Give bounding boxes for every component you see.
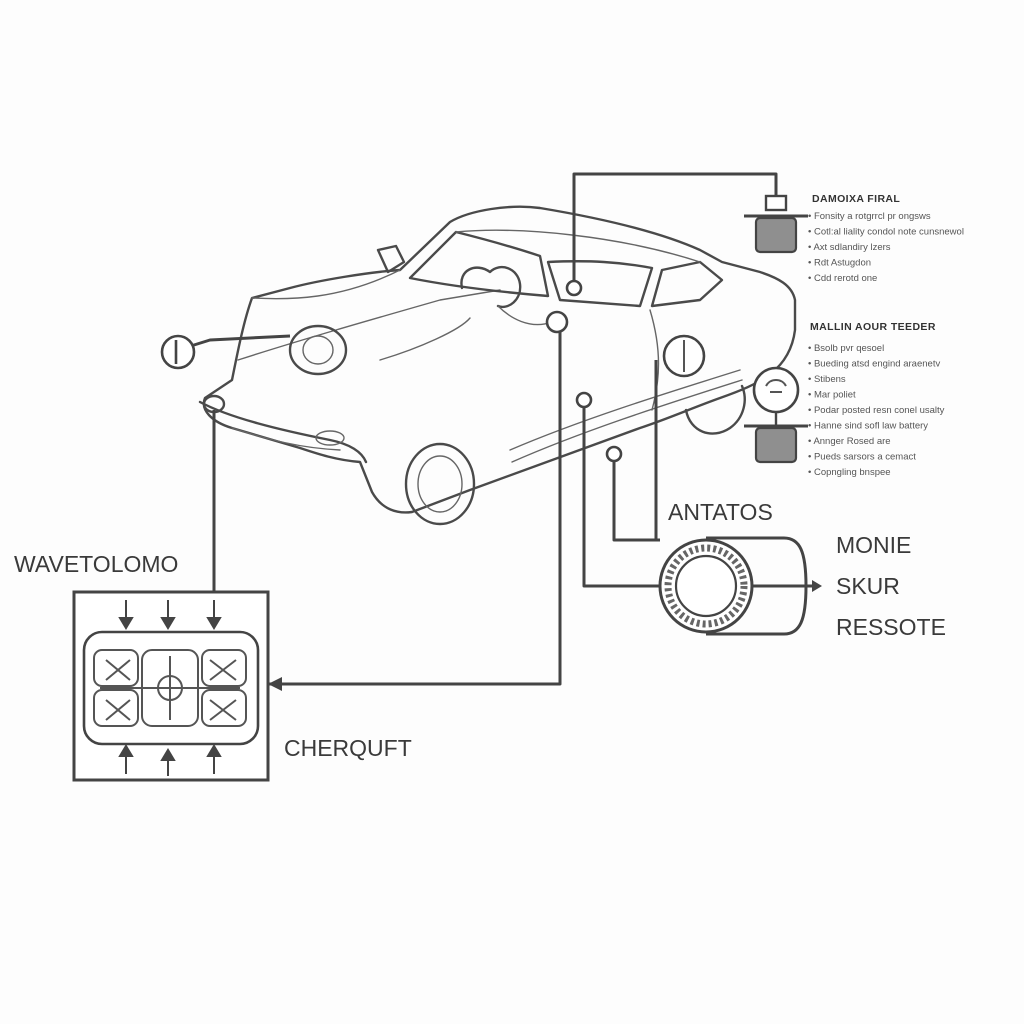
legend-item: • Fonsity a rotgrrcl pr ongsws	[808, 211, 931, 222]
car-front-bumper	[198, 400, 368, 464]
legend-mid-title: MALLIN AOUR TEEDER	[810, 321, 936, 333]
car-headlight-inner	[302, 335, 334, 365]
car-hood-line	[251, 269, 401, 300]
legend-item: • Cotl:al liality condol note cunsnewol	[808, 227, 964, 238]
legend-item: • Hanne sind sofl law battery	[808, 421, 928, 432]
car-rear-wheel	[684, 384, 746, 435]
legend-item: • Bueding atsd engind araenetv	[808, 359, 940, 370]
car-seat	[497, 305, 553, 326]
legend-item: • Cdd rerotd one	[808, 273, 877, 284]
car-illustration	[198, 205, 797, 526]
legend-top-title: DAMOIXA FIRAL	[812, 193, 900, 205]
legend-mid-list: • Bsolb pvr qesoel • Bueding atsd engind …	[808, 343, 945, 478]
wiring	[177, 172, 778, 691]
legend-item: • Bsolb pvr qesoel	[808, 343, 884, 354]
legend-item: • Annger Rosed are	[808, 436, 891, 447]
car-side-crease	[509, 369, 741, 451]
wire-side-node-1-to-ring	[582, 402, 660, 588]
car-side-window	[546, 260, 654, 308]
legend-item: • Axt sdlandiry lzers	[808, 242, 891, 253]
label-antatos: ANTATOS	[668, 499, 773, 525]
car-body-outline	[202, 205, 797, 514]
car-steering-wheel	[460, 265, 522, 309]
car-grille	[231, 427, 341, 451]
label-cherquft: CHERQUFT	[284, 735, 412, 761]
control-module	[72, 590, 270, 782]
car-rear-window	[650, 260, 724, 308]
dash-connector-node	[545, 310, 569, 334]
car-headlight	[288, 324, 348, 376]
label-ressote: RESSOTE	[836, 614, 946, 640]
legend-item: • Podar posted resn conel usalty	[808, 405, 945, 416]
label-skur: SKUR	[836, 573, 900, 599]
label-monie: MONIE	[836, 532, 911, 558]
legend-item: • Stibens	[808, 374, 846, 385]
car-hood-crease	[237, 289, 501, 361]
car-door-line	[649, 309, 660, 411]
roof-sensor-node	[565, 279, 583, 297]
car-front-wheel	[404, 442, 476, 526]
car-windshield	[408, 230, 550, 298]
ring-coil-component	[658, 536, 822, 636]
wire-side-node-2-to-ring	[612, 456, 660, 542]
top-relay-component	[744, 194, 808, 254]
car-side-crease-2	[511, 379, 743, 463]
label-wavetolomo: WAVETOLOMO	[14, 551, 178, 577]
car-badge	[315, 430, 345, 446]
arrow-into-module	[268, 677, 282, 691]
side-node-2	[605, 445, 623, 463]
legend-item: • Pueds sarsors a cemact	[808, 452, 916, 463]
wire-dash-to-module	[268, 330, 562, 686]
car-hood-crease-2	[379, 317, 471, 361]
car-side-mirror	[376, 244, 406, 274]
car-front-hubcap	[417, 455, 463, 513]
gauge-icon	[160, 334, 196, 370]
wire-roof-to-top-bulb	[572, 172, 778, 288]
legend-item: • Mar poliet	[808, 390, 856, 401]
bulb-icon	[744, 366, 808, 464]
legend-item: • Copngling bnspee	[808, 467, 891, 478]
car-roof-line	[455, 229, 701, 263]
legend-item: • Rdt Astugdon	[808, 258, 871, 269]
legend-top-list: • Fonsity a rotgrrcl pr ongsws • Cotl:al …	[808, 211, 964, 284]
side-node-1	[575, 391, 593, 409]
